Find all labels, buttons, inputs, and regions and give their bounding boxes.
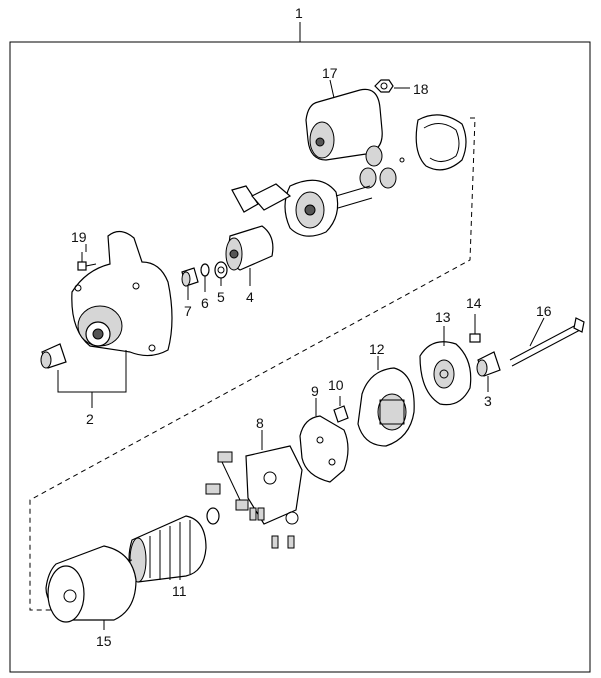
gear-lever-assembly — [231, 145, 405, 237]
rear-bushing-part — [476, 351, 501, 377]
solenoid-part — [305, 79, 383, 161]
snap-ring-part — [200, 263, 210, 277]
callout-5: 5 — [217, 289, 225, 305]
callout-16: 16 — [536, 303, 552, 319]
callout-1: 1 — [295, 5, 303, 21]
callout-2-bracket — [57, 350, 127, 408]
callout-7: 7 — [184, 303, 192, 319]
callout-4: 4 — [246, 289, 254, 305]
assembly-guide-lines — [29, 117, 476, 611]
callout-19: 19 — [71, 229, 87, 245]
brush-holder-cover-part — [357, 367, 415, 447]
callout-3: 3 — [484, 393, 492, 409]
callout-17: 17 — [322, 65, 338, 81]
bushing-part — [181, 267, 199, 287]
callout-11: 11 — [172, 583, 187, 599]
front-bushing-part — [40, 343, 67, 369]
callout-2: 2 — [86, 411, 94, 427]
overrunning-clutch-part — [225, 225, 274, 271]
callout-labels: 1 2 3 4 5 6 7 8 9 10 11 12 13 14 15 16 1… — [71, 5, 552, 649]
callout-10: 10 — [328, 377, 344, 393]
cover-ring-part — [415, 114, 467, 171]
assembly-frame — [9, 22, 591, 673]
callout-14: 14 — [466, 295, 482, 311]
cap-bushing-part — [333, 396, 349, 423]
insulator-plate-part — [299, 415, 349, 483]
callout-8: 8 — [256, 415, 264, 431]
brush-part — [249, 507, 295, 549]
callout-18: 18 — [413, 81, 429, 97]
callout-9: 9 — [311, 383, 319, 399]
through-bolt-part — [509, 317, 585, 367]
callout-12: 12 — [369, 341, 385, 357]
front-bracket-housing — [71, 230, 173, 357]
brush-holder-part — [205, 445, 303, 549]
yoke-housing-part — [45, 545, 137, 623]
nut-part — [374, 79, 410, 93]
callout-13: 13 — [435, 309, 451, 325]
callout-6: 6 — [201, 295, 209, 311]
screw-part — [469, 314, 481, 343]
rear-bracket-part — [419, 341, 472, 406]
leader-lines — [85, 244, 545, 630]
bolt-part — [77, 252, 97, 271]
stop-ring-part — [214, 261, 228, 279]
callout-15: 15 — [96, 633, 112, 649]
